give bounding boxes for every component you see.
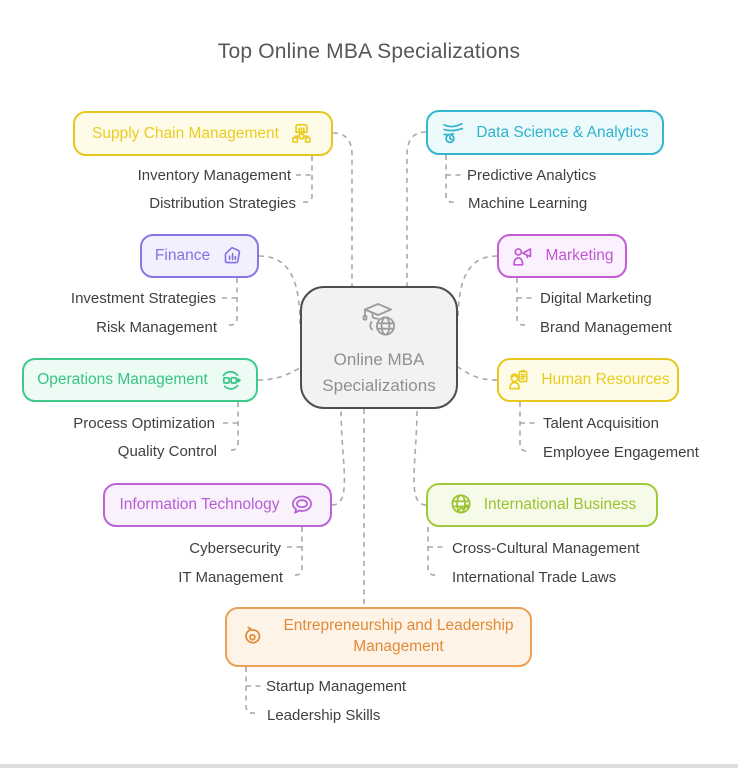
center-label-line2: Specializations (322, 376, 436, 395)
subitem-predictive-analytics[interactable]: Predictive Analytics (467, 167, 597, 184)
process-cycle-icon (218, 368, 243, 393)
subitem-employee-engagement[interactable]: Employee Engagement (543, 444, 699, 461)
branch-human-resources[interactable]: Human Resources (497, 358, 679, 402)
branch-finance-label: Finance (154, 247, 211, 264)
link-marketing (457, 255, 498, 322)
subitem-risk-management[interactable]: Risk Management (96, 319, 217, 336)
sublink-operations (223, 402, 239, 451)
branch-information-technology-label: Information Technology (119, 496, 280, 513)
subitem-cross-cultural-management[interactable]: Cross-Cultural Management (452, 540, 640, 557)
warehouse-network-icon (289, 121, 314, 146)
globe-growth-icon (448, 492, 474, 518)
subitem-leadership-skills[interactable]: Leadership Skills (267, 707, 381, 724)
branch-supply-chain[interactable]: Supply Chain Management (73, 111, 333, 156)
bottom-edge-strip (0, 764, 738, 768)
person-megaphone-icon (510, 244, 535, 269)
link-data-science (406, 131, 427, 286)
center-label-line1: Online MBA (333, 350, 425, 370)
branch-supply-chain-label: Supply Chain Management (92, 124, 279, 142)
branch-international-business-label: International Business (483, 496, 637, 513)
sublink-finance (222, 278, 238, 326)
subitem-digital-marketing[interactable]: Digital Marketing (540, 290, 652, 307)
subitem-process-optimization[interactable]: Process Optimization (73, 415, 215, 432)
sublink-international-business (427, 527, 443, 576)
subitem-inventory-management[interactable]: Inventory Management (137, 167, 291, 184)
subitem-quality-control[interactable]: Quality Control (117, 443, 217, 460)
sublink-entrepreneurship (245, 667, 261, 714)
branch-marketing-label: Marketing (545, 247, 614, 264)
branch-marketing[interactable]: Marketing (497, 234, 627, 278)
link-human-resources (457, 366, 498, 381)
link-operations (257, 367, 301, 381)
data-streams-clock-icon (441, 120, 466, 145)
link-finance (258, 255, 301, 325)
sublink-information-technology (287, 527, 303, 576)
sublink-data-science (445, 155, 461, 203)
branch-entrepreneurship[interactable]: Entrepreneurship and Leadership Manageme… (225, 607, 532, 667)
branch-information-technology[interactable]: Information Technology (103, 483, 332, 527)
subitem-distribution-strategies[interactable]: Distribution Strategies (149, 195, 296, 212)
branch-international-business[interactable]: International Business (426, 483, 658, 527)
branch-human-resources-label: Human Resources (541, 371, 670, 388)
sublink-marketing (516, 278, 532, 326)
subitem-it-management[interactable]: IT Management (178, 569, 283, 586)
branch-entrepreneurship-label: Entrepreneurship and Leadership Manageme… (283, 617, 514, 655)
subitem-talent-acquisition[interactable]: Talent Acquisition (543, 415, 659, 432)
sublink-human-resources (519, 402, 535, 452)
page-title: Top Online MBA Specializations (217, 40, 521, 63)
branch-operations-label: Operations Management (37, 371, 208, 388)
link-international-business (413, 408, 427, 506)
flask-innovation-icon (239, 624, 265, 650)
subitem-investment-strategies[interactable]: Investment Strategies (70, 290, 216, 307)
link-supply-chain (332, 132, 353, 286)
subitem-machine-learning[interactable]: Machine Learning (468, 195, 588, 212)
subitem-cybersecurity[interactable]: Cybersecurity (189, 540, 281, 557)
link-information-technology (331, 408, 346, 506)
subitem-international-trade-laws[interactable]: International Trade Laws (452, 569, 617, 586)
center-node[interactable]: Online MBA Specializations (300, 286, 458, 409)
chat-bubble-icon (289, 492, 315, 518)
branch-finance[interactable]: Finance (140, 234, 259, 278)
sublink-supply-chain (296, 156, 313, 203)
branch-data-science-label: Data Science & Analytics (476, 123, 649, 141)
person-clipboard-icon (506, 368, 531, 393)
subitem-startup-management[interactable]: Startup Management (266, 678, 407, 695)
graduation-cap-globe-icon (356, 297, 402, 346)
branch-data-science[interactable]: Data Science & Analytics (426, 110, 664, 155)
subitem-brand-management[interactable]: Brand Management (540, 319, 672, 336)
hand-chart-icon (220, 244, 244, 268)
branch-operations[interactable]: Operations Management (22, 358, 258, 402)
